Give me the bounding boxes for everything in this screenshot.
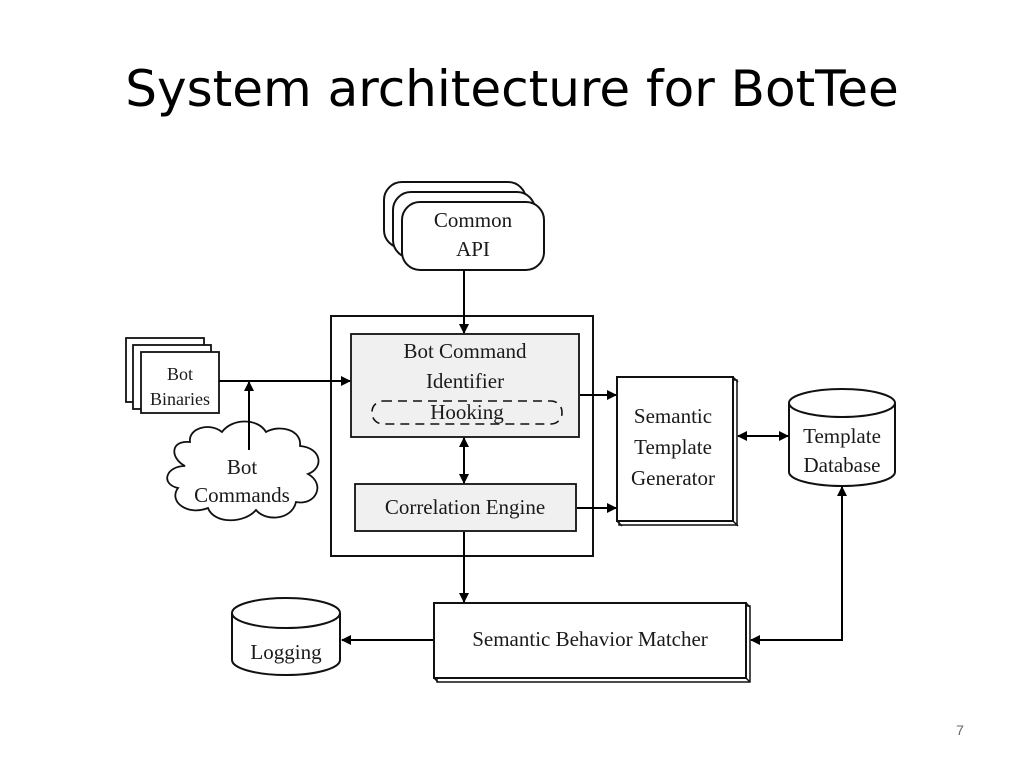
semantic-behavior-matcher-label: Semantic Behavior Matcher: [472, 627, 708, 651]
bot-binaries-label-1: Bot: [167, 364, 193, 384]
slide-title: System architecture for BotTee: [125, 60, 899, 118]
common-api-label-1: Common: [434, 208, 513, 232]
bot-command-identifier-label-1: Bot Command: [403, 339, 527, 363]
semantic-template-generator-label-2: Template: [634, 435, 712, 459]
common-api-node: Common API: [383, 181, 545, 271]
semantic-template-generator-label-1: Semantic: [634, 404, 712, 428]
logging-node: Logging: [231, 597, 341, 676]
edge-matcher-database: [750, 486, 847, 645]
semantic-template-generator-node: Semantic Template Generator: [616, 376, 739, 527]
bot-binaries-label-2: Binaries: [150, 389, 210, 409]
correlation-engine-label: Correlation Engine: [385, 495, 545, 519]
bot-commands-label-1: Bot: [227, 455, 258, 479]
correlation-engine-node: Correlation Engine: [354, 483, 577, 532]
bot-command-identifier-label-2: Identifier: [426, 369, 504, 393]
page-number: 7: [956, 722, 964, 738]
template-database-node: Template Database: [788, 388, 896, 487]
bot-command-identifier-node: Bot Command Identifier: [350, 333, 580, 438]
bot-binaries-node: Bot Binaries: [125, 337, 220, 414]
template-database-label-2: Database: [804, 453, 881, 477]
template-database-label-1: Template: [803, 424, 881, 448]
hooking-node: Hooking: [371, 400, 563, 425]
common-api-label-2: API: [456, 237, 490, 261]
diagram-edges: [219, 270, 847, 645]
bot-commands-node: Bot Commands: [166, 420, 320, 522]
semantic-behavior-matcher-node: Semantic Behavior Matcher: [433, 602, 751, 683]
hooking-label: Hooking: [430, 400, 504, 424]
semantic-template-generator-label-3: Generator: [631, 466, 715, 490]
logging-label: Logging: [250, 640, 322, 664]
bot-commands-label-2: Commands: [194, 483, 290, 507]
